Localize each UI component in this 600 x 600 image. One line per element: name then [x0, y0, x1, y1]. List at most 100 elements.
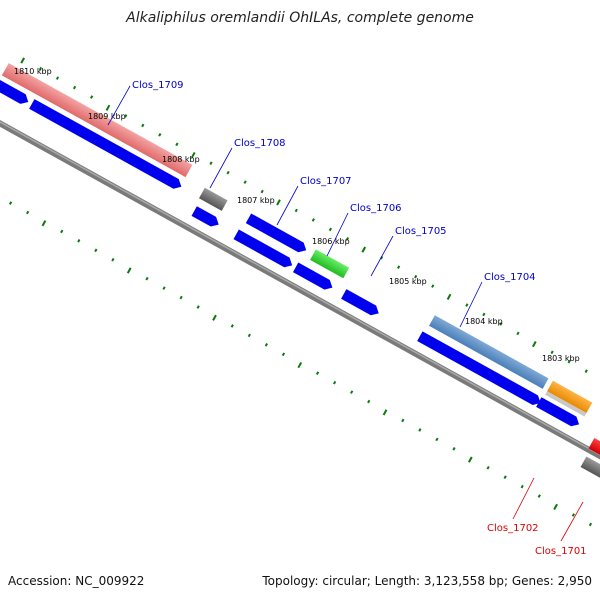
outer-tick-mark: [431, 284, 435, 288]
label-clos-1705[interactable]: Clos_1705: [395, 226, 447, 237]
label-clos-1701[interactable]: Clos_1701: [535, 546, 587, 557]
outer-tick-row: [20, 57, 588, 373]
outer-tick-mark: [20, 57, 26, 64]
inner-tick-mark: [350, 390, 354, 394]
label-clos-1704[interactable]: Clos_1704: [484, 272, 536, 283]
outer-tick-mark: [499, 322, 503, 326]
outer-tick-mark: [550, 350, 554, 355]
feature-clos-1709-rna[interactable]: [1, 63, 193, 178]
cds-arrow[interactable]: [341, 289, 381, 318]
cds-arrow[interactable]: [191, 206, 222, 229]
inner-tick-mark: [315, 371, 320, 375]
inner-tick-mark: [179, 295, 183, 300]
outer-tick-mark: [105, 104, 111, 111]
inner-tick-mark: [126, 267, 132, 274]
genome-backbone: [0, 110, 600, 470]
label-clos-1708[interactable]: Clos_1708: [234, 138, 286, 149]
kbp-label: 1808 kbp: [162, 155, 200, 164]
feature-clos-1706[interactable]: [310, 249, 350, 279]
genome-summary-text: Topology: circular; Length: 3,123,558 bp…: [262, 574, 592, 588]
inner-tick-mark: [553, 503, 558, 510]
inner-tick-mark: [196, 305, 200, 309]
outer-tick-mark: [209, 161, 213, 166]
cds-arrow[interactable]: [29, 99, 184, 192]
cds-arrow[interactable]: [417, 331, 543, 408]
inner-tick-mark: [212, 314, 217, 321]
outer-tick-mark: [414, 274, 418, 279]
inner-tick-mark: [571, 513, 575, 517]
outer-tick-mark: [226, 170, 230, 175]
inner-tick-mark: [41, 220, 47, 227]
inner-tick-mark: [230, 324, 234, 328]
outer-tick-mark: [328, 227, 332, 232]
inner-tick-mark: [537, 494, 541, 498]
outer-tick-mark: [446, 293, 452, 300]
feature-clos-1701-arrow-a[interactable]: [588, 438, 600, 469]
inner-tick-mark: [162, 286, 166, 290]
inner-tick-mark: [435, 437, 439, 442]
outer-tick-mark: [243, 180, 247, 184]
kbp-label: 1804 kbp: [465, 317, 503, 326]
gene-label-layer: Clos_1709 Clos_1708 Clos_1707 Clos_1706 …: [107, 80, 587, 557]
outer-tick-mark: [465, 303, 469, 307]
inner-tick-mark: [468, 456, 473, 463]
label-clos-1706[interactable]: Clos_1706: [350, 203, 402, 214]
kbp-label: 1805 kbp: [389, 277, 427, 286]
kbp-label: 1803 kbp: [542, 354, 580, 363]
outer-tick-mark: [516, 331, 520, 336]
feature-clos-1702[interactable]: [580, 456, 600, 511]
cds-arrow[interactable]: [536, 397, 582, 429]
accession-text: Accession: NC_009922: [8, 574, 145, 588]
outer-tick-mark: [276, 199, 281, 206]
outer-tick-mark: [158, 133, 162, 137]
outer-tick-mark: [567, 359, 571, 364]
inner-tick-mark: [503, 475, 507, 479]
outer-tick-mark: [531, 341, 537, 348]
cds-arrow[interactable]: [245, 213, 309, 255]
map-title: Alkaliphilus oremlandii OhILAs, complete…: [126, 10, 474, 26]
feature-clos-1703-shadow: [545, 391, 587, 417]
inner-tick-mark: [382, 409, 388, 416]
outer-tick-mark: [584, 369, 588, 373]
kbp-label: 1806 kbp: [312, 237, 350, 246]
inner-tick-mark: [367, 399, 371, 404]
feature-clos-1708[interactable]: [198, 187, 228, 211]
outer-tick-mark: [345, 237, 350, 241]
outer-tick-mark: [72, 85, 77, 90]
feature-clos-1703[interactable]: [547, 380, 593, 414]
cds-arrow[interactable]: [233, 229, 295, 271]
cds-arrow[interactable]: [0, 79, 31, 107]
inner-tick-mark: [60, 229, 64, 234]
outer-tick-mark: [90, 95, 94, 99]
label-clos-1702[interactable]: Clos_1702: [487, 523, 539, 534]
feature-clos-1704[interactable]: [429, 315, 549, 389]
inner-tick-row: [8, 201, 593, 527]
outer-tick-mark: [190, 151, 196, 159]
kbp-label: 1807 kbp: [237, 196, 275, 205]
outer-tick-mark: [124, 114, 128, 118]
cds-track: [0, 79, 582, 429]
kbp-label: 1809 kbp: [88, 112, 126, 121]
inner-tick-mark: [297, 361, 303, 369]
label-clos-1709[interactable]: Clos_1709: [132, 80, 184, 91]
inner-tick-mark: [486, 465, 490, 470]
inner-tick-mark: [8, 201, 13, 205]
label-clos-1707[interactable]: Clos_1707: [300, 176, 352, 187]
inner-tick-mark: [264, 343, 268, 347]
outer-tick-mark: [55, 76, 60, 80]
inner-tick-mark: [520, 484, 524, 489]
inner-tick-mark: [247, 333, 251, 338]
outer-tick-mark: [141, 123, 145, 128]
inner-tick-mark: [111, 257, 115, 262]
outer-tick-mark: [175, 142, 179, 147]
cds-arrow[interactable]: [292, 262, 335, 292]
outer-tick-mark: [482, 312, 486, 317]
inner-tick-mark: [418, 428, 422, 432]
inner-tick-mark: [77, 239, 81, 243]
inner-tick-mark: [26, 210, 30, 215]
outer-tick-mark: [294, 208, 298, 213]
inner-tick-mark: [281, 352, 286, 357]
inner-tick-mark: [452, 447, 456, 451]
